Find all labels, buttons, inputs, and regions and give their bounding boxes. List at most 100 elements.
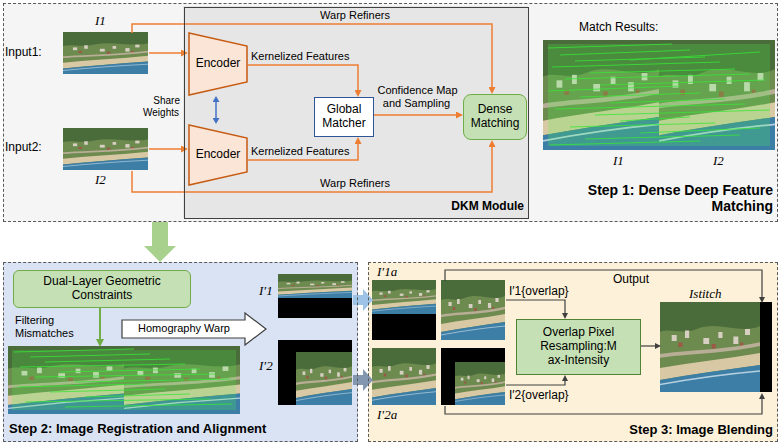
image-label: I′2a [377, 408, 417, 423]
match-photo-part-part [555, 104, 745, 109]
label-patch: Kernelized Features [250, 145, 350, 157]
filtered-match-photo-part-part [60, 369, 200, 372]
image-label: I1 [613, 154, 637, 169]
encoder-outline [189, 125, 247, 185]
module-ground [183, 6, 528, 218]
warped-image: I′2 [279, 341, 353, 406]
connector-label: Confidence Map and Sampling [376, 84, 458, 109]
stitched-image: Istitch [661, 303, 773, 393]
match-photo-part-part [630, 52, 760, 60]
label-patch: Warp Refiners [319, 177, 391, 189]
filtered-match-photo-part-part [50, 389, 165, 392]
connector [445, 399, 762, 414]
match-photo-part-part [610, 99, 725, 103]
aligned-photo-part [372, 280, 436, 340]
connector [149, 148, 181, 150]
box-label: Encoder [196, 148, 241, 162]
connector [353, 295, 363, 305]
match-photo-part-part [585, 135, 740, 139]
connector-label: Warp Refiners [300, 9, 410, 22]
connector-label: I′1{overlap} [508, 285, 588, 299]
filtered-match-photo-part-part [35, 374, 215, 377]
step-title: Step 1: Dense Deep Feature Matching [546, 182, 773, 214]
label-patch: Kernelized Features [250, 50, 350, 62]
process-box: Dual-Layer Geometric Constraints [13, 270, 191, 308]
connector [506, 300, 565, 313]
match-photo-part-part [570, 123, 715, 127]
connector [149, 52, 181, 54]
aligned-image: I′2a [373, 349, 506, 406]
input-label: Input1: [5, 46, 61, 60]
module-title: DKM Module [430, 200, 524, 214]
connector-label: Share Weights [136, 95, 180, 118]
aerial-photo [63, 128, 148, 170]
label-patch: Output [612, 272, 650, 286]
input-label: Input2: [5, 141, 61, 155]
aligned-photo-part [441, 348, 505, 405]
stitched-photo-part [660, 302, 760, 392]
image-label: I1 [95, 14, 119, 29]
connector [215, 102, 217, 118]
connector [99, 308, 101, 339]
process-box: Global Matcher [314, 97, 374, 137]
image-label: I2 [95, 173, 119, 188]
process-box: Overlap Pixel Resampling:M ax-Intensity [516, 319, 641, 375]
match-photo-part [548, 44, 770, 145]
box-label: Encoder [196, 57, 241, 71]
filtered-match-photo-part [12, 350, 236, 410]
connector [374, 114, 456, 116]
image-label: I′1a [377, 265, 417, 280]
stitched-photo-part [660, 302, 772, 392]
match-photo-part-part [640, 128, 760, 133]
step-panel: Step 2: Image Registration and Alignment… [3, 262, 358, 442]
step-title: Step 3: Image Blending [561, 423, 773, 438]
filtered-match-photo-part-part [30, 354, 150, 357]
match-photo-part [548, 44, 770, 146]
label-patch: I′1{overlap} [508, 284, 570, 298]
input-image: I1Input1: [64, 33, 149, 75]
match-photo-part-part [595, 110, 770, 115]
image-caption: Match Results: [579, 21, 699, 35]
panel-ground [368, 262, 778, 442]
connector [641, 345, 655, 346]
filtered-match-photo [8, 346, 240, 414]
match-image: Match Results:I1I2 [544, 41, 776, 151]
box-label: Overlap Pixel Resampling:M ax-Intensity [533, 326, 624, 367]
connector-label: Warp Refiners [300, 177, 410, 190]
filtered-match-photo-part-part [14, 349, 134, 352]
connector-label: Kernelized Features [250, 145, 354, 158]
filtered-match-photo-part [14, 349, 232, 407]
aligned-photo-part [372, 280, 436, 314]
warped-photo-part [278, 340, 352, 405]
hollow-arrow [122, 313, 266, 345]
warped-photo-part [278, 274, 352, 298]
match-photo-part-part [548, 86, 680, 91]
filtered-match-photo-part-part [85, 394, 190, 397]
match-photo-part-part [580, 93, 700, 97]
match-photo-part-part [600, 80, 765, 85]
arrow-label: Homography Warp [124, 322, 244, 335]
match-photo-part-part [548, 44, 672, 48]
panel-ground [3, 3, 778, 222]
connector [506, 381, 565, 385]
aerial-photo [63, 32, 148, 74]
filtered-match-photo-part-part [25, 399, 210, 402]
step-panel: Step 1: Dense Deep Feature MatchingI1Inp… [3, 3, 778, 222]
warped-photo [278, 274, 352, 405]
image-label: I′2 [259, 359, 279, 374]
box-label: Dense Matching [467, 103, 523, 131]
match-photo-part-part [550, 141, 700, 145]
connector [132, 24, 492, 87]
encoder-trapezoid: Encoder [188, 32, 248, 96]
box-label: Global Matcher [319, 103, 369, 131]
box-label: Dual-Layer Geometric Constraints [18, 275, 186, 303]
stitched-photo [660, 302, 772, 392]
connector [152, 222, 168, 246]
match-photo-part-part [565, 74, 750, 79]
input-image: Input2:I2 [64, 129, 149, 171]
label-patch: Confidence Map and Sampling [376, 84, 457, 109]
